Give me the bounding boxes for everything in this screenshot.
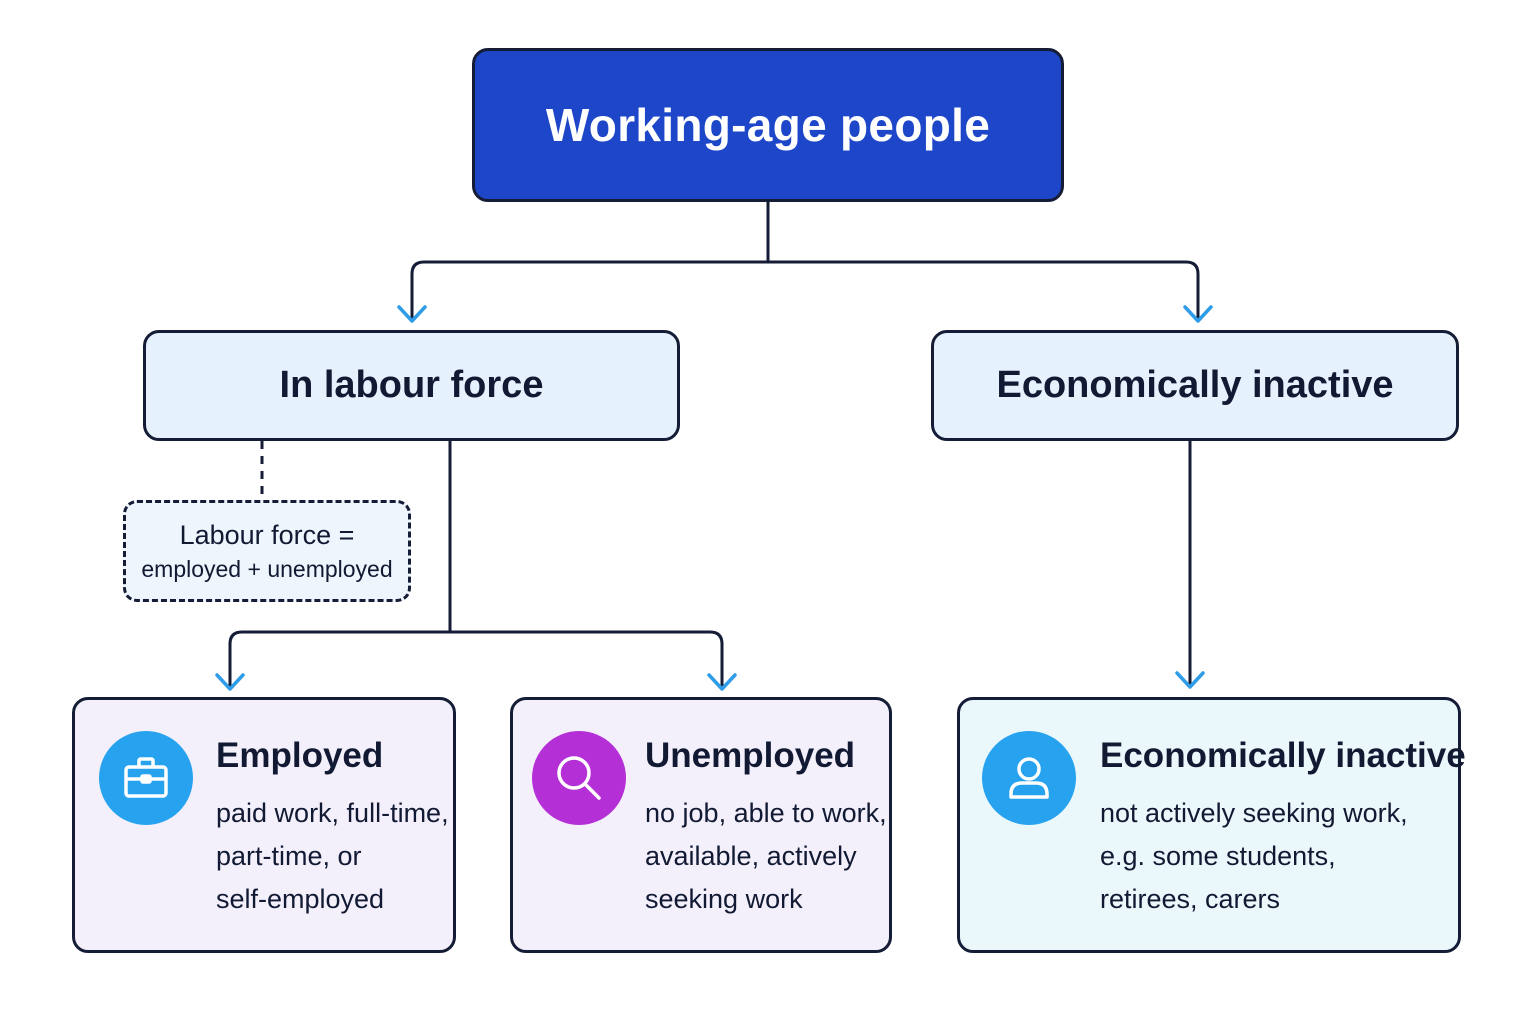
employed-title: Employed xyxy=(216,736,384,775)
person-icon xyxy=(982,731,1076,825)
unemployed-desc-line: available, actively xyxy=(645,841,857,871)
inactive-desc-line: e.g. some students, xyxy=(1100,841,1336,871)
arrowhead-employed xyxy=(215,673,245,691)
unemployed-description: no job, able to work, available, activel… xyxy=(645,792,887,921)
note-components-line: employed + unemployed xyxy=(141,556,393,582)
employed-node: Employed paid work, full-time, part-time… xyxy=(72,697,456,953)
inactive-title: Economically inactive xyxy=(996,364,1394,406)
arrowhead-inactive xyxy=(1183,305,1213,323)
arrowhead-inactive-leaf xyxy=(1175,671,1205,689)
inactive-leaf-node: Economically inactive not actively seeki… xyxy=(957,697,1466,953)
labour-force-formula-note: Labour force = employed + unemployed xyxy=(123,500,411,602)
inactive-desc-line: not actively seeking work, xyxy=(1100,798,1408,828)
labour-force-to-leaves-connector xyxy=(228,441,724,688)
inactive-leaf-title: Economically inactive xyxy=(1100,736,1466,775)
arrowhead-unemployed xyxy=(707,673,737,691)
employed-desc-line: paid work, full-time, xyxy=(216,798,449,828)
labour-force-title: In labour force xyxy=(279,364,544,406)
magnifier-icon xyxy=(532,731,626,825)
inactive-node: Economically inactive xyxy=(931,330,1459,441)
labour-force-node: In labour force xyxy=(143,330,680,441)
note-formula-line: Labour force = xyxy=(179,520,355,550)
employed-desc-line: self-employed xyxy=(216,884,385,914)
arrowhead-labour-force xyxy=(397,305,427,323)
root-to-branches-connector xyxy=(410,202,1200,320)
inactive-leaf-description: not actively seeking work, e.g. some stu… xyxy=(1100,792,1440,921)
employed-desc-line: part-time, or xyxy=(216,841,362,871)
root-title: Working-age people xyxy=(545,99,991,151)
briefcase-icon xyxy=(99,731,193,825)
unemployed-desc-line: no job, able to work, xyxy=(645,798,887,828)
inactive-desc-line: retirees, carers xyxy=(1100,884,1281,914)
employed-description: paid work, full-time, part-time, or self… xyxy=(216,792,452,921)
unemployed-node: Unemployed no job, able to work, availab… xyxy=(510,697,892,953)
unemployed-title: Unemployed xyxy=(645,736,856,775)
unemployed-desc-line: seeking work xyxy=(645,884,803,914)
root-node: Working-age people xyxy=(472,48,1064,202)
